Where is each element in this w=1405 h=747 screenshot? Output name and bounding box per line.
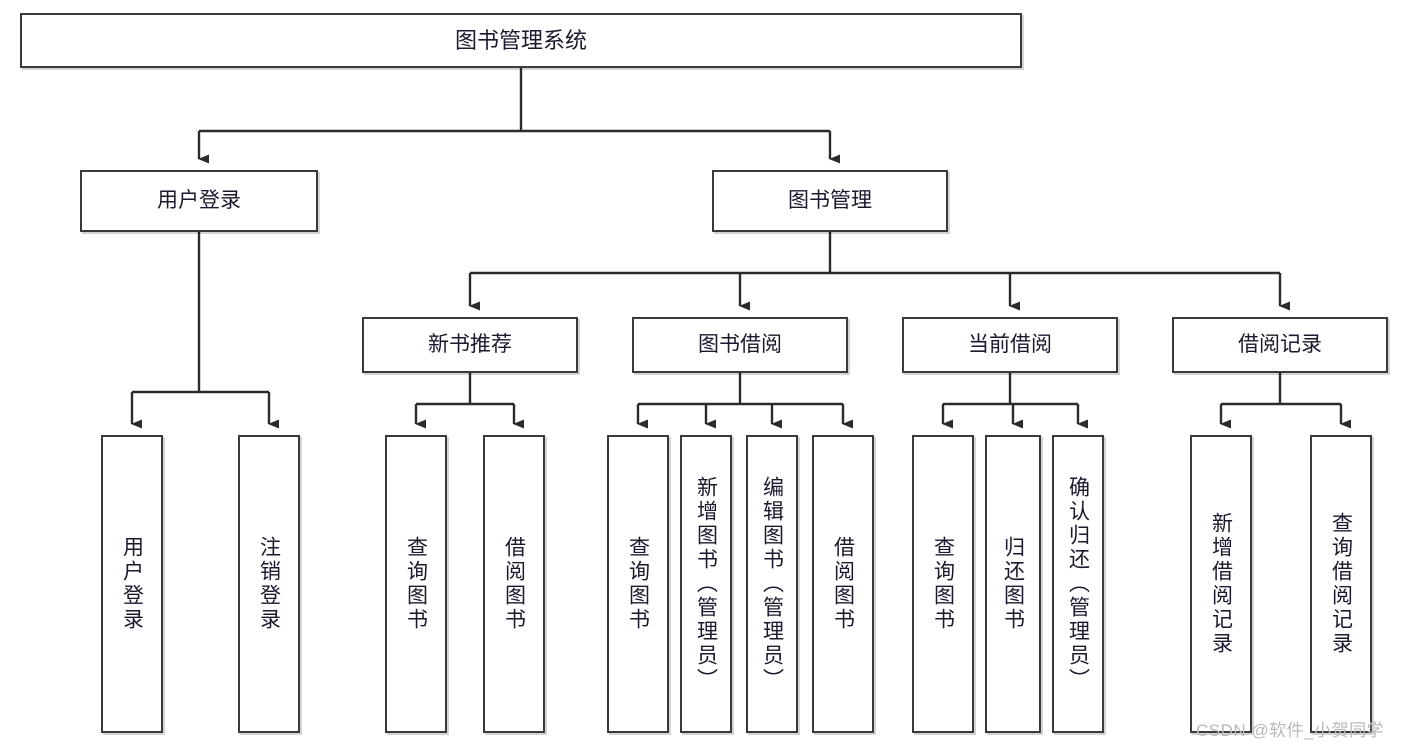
node-current-borrow[interactable]: 当前借阅 — [902, 317, 1118, 373]
leaf-confirm-return-admin[interactable]: 确认归还（管理员） — [1052, 435, 1104, 733]
leaf-borrow-book-label: 借阅图书 — [831, 536, 855, 632]
node-root[interactable]: 图书管理系统 — [20, 13, 1022, 68]
leaf-add-borrow-record[interactable]: 新增借阅记录 — [1190, 435, 1252, 733]
node-borrow-record[interactable]: 借阅记录 — [1172, 317, 1388, 373]
leaf-logout-label: 注销登录 — [257, 536, 281, 632]
node-user-login-label: 用户登录 — [157, 188, 241, 212]
node-book-management[interactable]: 图书管理 — [712, 170, 948, 232]
node-current-borrow-label: 当前借阅 — [968, 332, 1052, 356]
leaf-query-book-current-label: 查询图书 — [931, 536, 955, 632]
leaf-borrow-book-recommend[interactable]: 借阅图书 — [483, 435, 545, 733]
leaf-query-book-recommend-label: 查询图书 — [404, 536, 428, 632]
node-root-label: 图书管理系统 — [454, 27, 587, 53]
node-new-book-recommend[interactable]: 新书推荐 — [362, 317, 578, 373]
node-new-book-recommend-label: 新书推荐 — [428, 332, 512, 356]
leaf-edit-book-admin[interactable]: 编辑图书（管理员） — [746, 435, 798, 733]
leaf-query-book-current[interactable]: 查询图书 — [912, 435, 974, 733]
leaf-add-borrow-record-label: 新增借阅记录 — [1209, 512, 1233, 656]
node-borrow-record-label: 借阅记录 — [1238, 332, 1322, 356]
leaf-query-borrow-record[interactable]: 查询借阅记录 — [1310, 435, 1372, 733]
leaf-add-book-admin[interactable]: 新增图书（管理员） — [680, 435, 732, 733]
node-user-login[interactable]: 用户登录 — [80, 170, 318, 232]
leaf-return-book[interactable]: 归还图书 — [985, 435, 1041, 733]
leaf-borrow-book-recommend-label: 借阅图书 — [502, 536, 526, 632]
leaf-borrow-book[interactable]: 借阅图书 — [812, 435, 874, 733]
leaf-add-book-admin-label: 新增图书（管理员） — [694, 476, 718, 692]
leaf-query-borrow-record-label: 查询借阅记录 — [1329, 512, 1353, 656]
leaf-logout[interactable]: 注销登录 — [238, 435, 300, 733]
csdn-watermark: CSDN @软件_小贺同学 — [1196, 721, 1385, 740]
leaf-user-login-label: 用户登录 — [120, 536, 144, 632]
leaf-query-book-recommend[interactable]: 查询图书 — [385, 435, 447, 733]
leaf-return-book-label: 归还图书 — [1001, 536, 1025, 632]
leaf-query-book-borrow-label: 查询图书 — [626, 536, 650, 632]
node-book-management-label: 图书管理 — [788, 188, 872, 212]
node-book-borrow[interactable]: 图书借阅 — [632, 317, 848, 373]
leaf-query-book-borrow[interactable]: 查询图书 — [607, 435, 669, 733]
leaf-confirm-return-admin-label: 确认归还（管理员） — [1066, 476, 1090, 692]
node-book-borrow-label: 图书借阅 — [698, 332, 782, 356]
leaf-user-login[interactable]: 用户登录 — [101, 435, 163, 733]
leaf-edit-book-admin-label: 编辑图书（管理员） — [760, 476, 784, 692]
